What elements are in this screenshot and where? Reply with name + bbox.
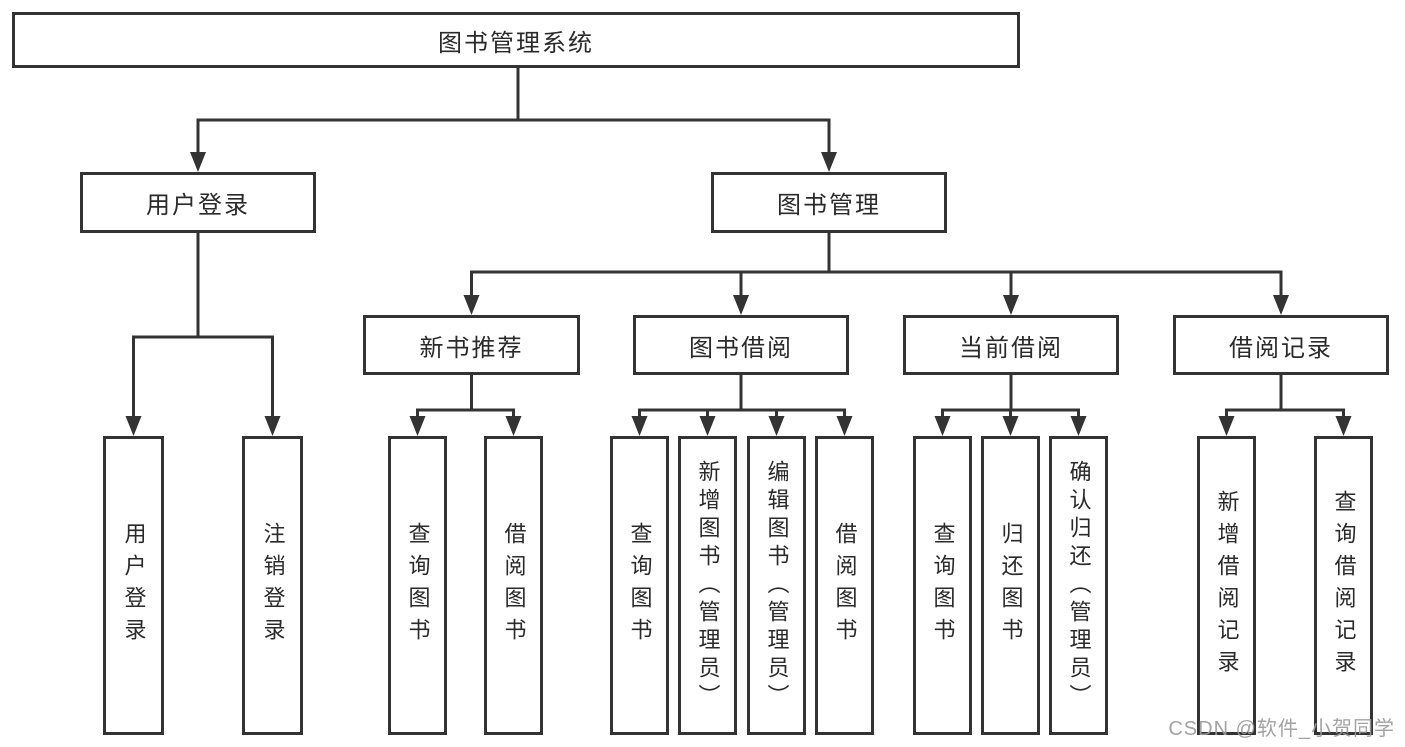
node-borrow-books-borrow: 借阅图书 (815, 436, 874, 735)
node-label: 借阅图书 (832, 521, 858, 650)
arrowhead-icon (264, 416, 281, 436)
connector-group (1218, 375, 1352, 436)
arrowhead-icon (1002, 416, 1019, 436)
arrowhead-icon (1335, 416, 1352, 436)
node-confirm-return-admin: 确认归还（管理员） (1049, 436, 1108, 735)
arrowhead-icon (699, 416, 716, 436)
node-borrow-records: 借阅记录 (1173, 315, 1389, 375)
node-query-books-borrow: 查询图书 (610, 436, 669, 735)
arrowhead-icon (190, 152, 206, 172)
node-label: 用户登录 (121, 521, 147, 650)
node-user-login: 用户登录 (103, 436, 164, 735)
arrowhead-icon (409, 416, 426, 436)
node-current-borrow: 当前借阅 (903, 315, 1119, 375)
node-edit-books-admin: 编辑图书（管理员） (747, 436, 806, 735)
arrowhead-icon (733, 295, 749, 315)
node-label: 查询图书 (930, 521, 956, 650)
node-label: 图书管理 (777, 192, 881, 219)
node-label: 查询图书 (405, 521, 431, 650)
node-label: 图书借阅 (689, 334, 793, 362)
arrowhead-icon (1070, 416, 1087, 436)
node-login-module: 用户登录 (80, 172, 316, 233)
node-label: 查询借阅记录 (1331, 489, 1357, 682)
node-add-borrow-record: 新增借阅记录 (1197, 436, 1256, 735)
arrowhead-icon (1218, 416, 1235, 436)
node-query-books-current: 查询图书 (913, 436, 972, 735)
node-label: 归还图书 (998, 521, 1024, 650)
arrowhead-icon (768, 416, 785, 436)
node-root: 图书管理系统 (12, 12, 1020, 68)
connector-group (125, 233, 281, 436)
arrowhead-icon (463, 295, 480, 315)
node-new-book-rec: 新书推荐 (363, 315, 580, 375)
node-label: 用户登录 (146, 192, 250, 219)
node-label: 注销登录 (260, 521, 286, 650)
arrowhead-icon (1003, 295, 1019, 315)
node-query-borrow-record: 查询借阅记录 (1314, 436, 1373, 735)
node-label: 新书推荐 (419, 334, 524, 362)
connector-group (409, 375, 522, 436)
arrowhead-icon (505, 416, 522, 436)
connector-group (463, 233, 1289, 315)
node-label: 图书管理系统 (438, 29, 594, 57)
connector-group (934, 375, 1087, 436)
node-label: 借阅图书 (501, 521, 527, 650)
connector-group (190, 66, 837, 172)
node-label: 新增借阅记录 (1214, 489, 1240, 682)
arrowhead-icon (934, 416, 951, 436)
connector-group (631, 375, 853, 436)
node-label: 当前借阅 (959, 334, 1063, 362)
node-book-borrow: 图书借阅 (633, 315, 849, 375)
node-logout: 注销登录 (242, 436, 303, 735)
node-book-mgmt: 图书管理 (711, 172, 947, 233)
node-label: 编辑图书（管理员） (764, 459, 790, 712)
arrowhead-icon (1273, 295, 1289, 315)
node-label: 借阅记录 (1229, 334, 1333, 362)
node-label: 查询图书 (627, 521, 653, 650)
node-label: 新增图书（管理员） (695, 459, 721, 712)
arrowhead-icon (125, 416, 142, 436)
node-return-books: 归还图书 (981, 436, 1040, 735)
arrowhead-icon (631, 416, 648, 436)
node-label: 确认归还（管理员） (1066, 459, 1092, 712)
arrowhead-icon (836, 416, 853, 436)
watermark: CSDN @软件_小贺同学 (1168, 718, 1395, 740)
node-query-books-rec: 查询图书 (388, 436, 447, 735)
arrowhead-icon (821, 152, 837, 172)
node-add-books-admin: 新增图书（管理员） (678, 436, 737, 735)
node-borrow-books-rec: 借阅图书 (484, 436, 543, 735)
